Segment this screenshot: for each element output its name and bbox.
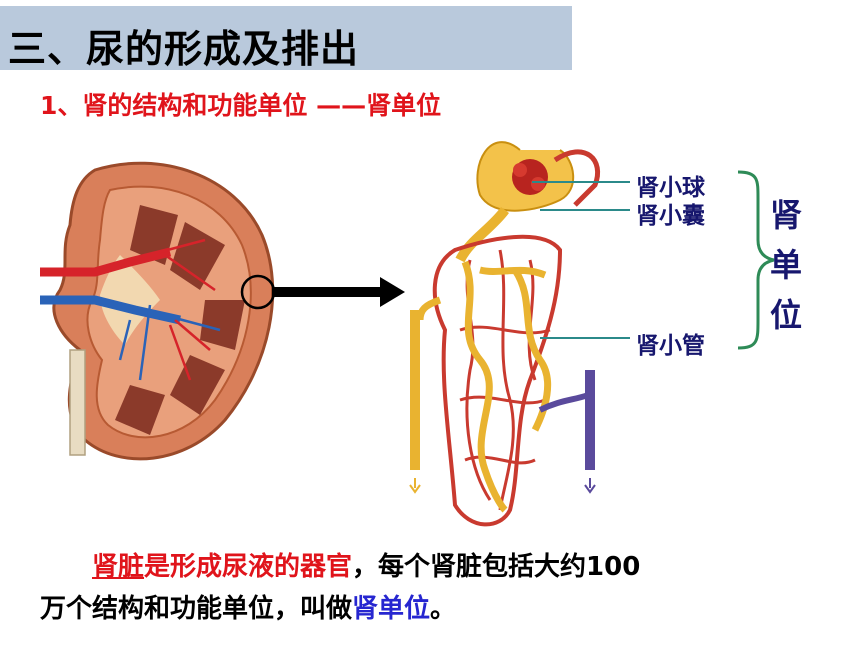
section-subtitle: 1、肾的结构和功能单位 ——肾单位 — [40, 86, 441, 122]
nephron-char-2: 单 — [770, 246, 803, 284]
subtitle-term: 肾单位 — [366, 91, 442, 120]
label-capsule: 肾小囊 — [636, 203, 705, 229]
nephron-bracket — [737, 170, 775, 350]
label-glomerulus: 肾小球 — [636, 175, 705, 201]
term-organ-phrase: 是形成尿液的器官 — [144, 552, 353, 582]
subtitle-dash: —— — [307, 91, 367, 120]
pointer-arrow — [272, 277, 405, 307]
paragraph-text-1: ，每个肾脏包括大约100 — [352, 552, 641, 582]
nephron-illustration — [409, 141, 601, 527]
description-paragraph: 肾脏是形成尿液的器官，每个肾脏包括大约100 万个结构和功能单位，叫做肾单位。 — [40, 546, 820, 630]
nephron-char-1: 肾 — [770, 196, 803, 234]
label-tubule: 肾小管 — [636, 333, 705, 359]
slide-title: 三、尿的形成及排出 — [8, 27, 360, 71]
kidney-nephron-figure — [40, 141, 775, 527]
term-nephron: 肾单位 — [352, 594, 431, 624]
paragraph-text-2: 万个结构和功能单位，叫做 — [40, 594, 353, 624]
paragraph-period: 。 — [430, 594, 457, 624]
nephron-char-3: 位 — [770, 296, 803, 334]
title-bar: 三、尿的形成及排出 — [0, 6, 572, 71]
kidney-illustration — [40, 161, 276, 461]
term-kidney: 肾脏 — [92, 552, 145, 582]
subtitle-prefix: 1、肾的结构和功能单位 — [40, 91, 308, 120]
